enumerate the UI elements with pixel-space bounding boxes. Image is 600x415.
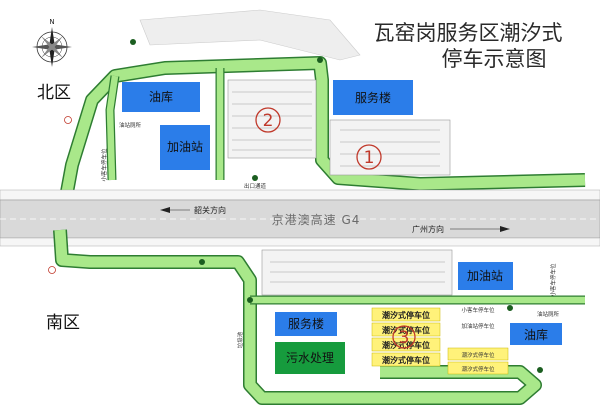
north-inner-road[interactable] — [106, 75, 119, 181]
tidal-bay-label-6: 潮汐式停车位 — [461, 365, 495, 373]
south-small-car-label: 小客车停车位 — [549, 263, 557, 297]
speed-sign-icon — [64, 116, 72, 124]
tidal-bay-label-1: 潮汐式停车位 — [382, 310, 430, 320]
route-marker — [537, 367, 543, 373]
map-title-line-1: 瓦窑岗服务区潮汐式 — [374, 21, 563, 45]
tidal-bay-row-5[interactable] — [447, 347, 509, 361]
route-markers — [130, 39, 543, 373]
south-loop-road[interactable] — [54, 229, 541, 404]
highway-name-label: 京港澳高速 G4 — [272, 212, 361, 227]
tidal-bay-row-4[interactable] — [371, 352, 441, 367]
south-gas-station-label: 加油站 — [467, 269, 503, 283]
route-marker — [247, 297, 253, 303]
north-service-building-block — [333, 80, 413, 115]
zone-3-marker[interactable] — [392, 325, 416, 349]
tidal-parking-area — [371, 307, 509, 375]
tidal-bay-label-4: 潮汐式停车位 — [382, 355, 430, 365]
north-parking-lot-1 — [329, 119, 451, 176]
south-parking-stripes — [270, 261, 445, 283]
north-road-label: 出口通道 — [244, 182, 267, 190]
compass-label: N — [49, 18, 54, 26]
north-station-toilet-label: 油站厕所 — [119, 121, 142, 129]
compass-rose-icon — [32, 27, 72, 67]
zone-1-label: 1 — [364, 148, 375, 168]
north-oil-depot-label: 油库 — [149, 89, 173, 104]
route-marker — [252, 175, 258, 181]
direction-shaoguan-arrow-icon — [160, 207, 170, 213]
sewage-treatment-block — [275, 342, 345, 374]
south-region-label: 南区 — [46, 313, 80, 333]
route-marker — [507, 305, 513, 311]
route-marker — [130, 39, 136, 45]
tidal-bay-row-1[interactable] — [371, 307, 441, 322]
speed-sign-markers — [48, 116, 72, 274]
south-oil-depot-block — [510, 323, 562, 345]
tidal-bay-row-6[interactable] — [447, 361, 509, 375]
sewage-treatment-label: 污水处理 — [286, 351, 334, 365]
north-parking-stripes-2 — [232, 91, 312, 151]
zone-1-marker[interactable] — [356, 144, 382, 170]
south-parking-lot — [261, 249, 453, 296]
zone-2-marker[interactable] — [255, 107, 281, 133]
south-service-building-block — [275, 312, 337, 336]
direction-guangzhou-label: 广州方向 — [412, 224, 444, 234]
south-service-building-label: 服务楼 — [288, 316, 324, 331]
direction-shaoguan-label: 韶关方向 — [194, 205, 226, 215]
route-marker — [317, 57, 323, 63]
zone-3-label: 3 — [399, 328, 410, 348]
north-region-label: 北区 — [37, 83, 71, 103]
south-garbage-label: 垃圾池 — [236, 331, 244, 348]
tidal-bay-row-2[interactable] — [371, 322, 441, 337]
south-station-toilet-label: 油站厕所 — [537, 310, 560, 318]
highway-shoulder-south — [0, 237, 600, 247]
north-small-car-label: 小客车停车位 — [100, 148, 108, 182]
south-side-label-2: 加油站停车位 — [461, 322, 495, 330]
tidal-bay-label-5: 潮汐式停车位 — [461, 351, 495, 359]
tidal-bay-row-3[interactable] — [371, 337, 441, 352]
south-gas-station-block — [458, 262, 513, 290]
south-side-label-1: 小客车停车位 — [461, 306, 495, 314]
highway-shoulder-north — [0, 189, 600, 201]
tidal-bay-label-3: 潮汐式停车位 — [382, 340, 430, 350]
direction-guangzhou-arrow-icon — [500, 226, 510, 232]
south-oil-depot-label: 油库 — [524, 327, 548, 342]
zone-2-label: 2 — [263, 111, 274, 131]
route-marker — [199, 259, 205, 265]
north-gas-station-label: 加油站 — [167, 140, 203, 154]
terrain-area — [139, 9, 361, 61]
north-service-building-label: 服务楼 — [355, 90, 391, 105]
north-parking-stripes-1 — [340, 129, 440, 167]
tidal-bay-label-2: 潮汐式停车位 — [382, 325, 430, 335]
north-parking-lot-2 — [227, 79, 317, 159]
north-oil-depot-block — [122, 82, 200, 112]
north-gas-station-block — [160, 125, 210, 170]
speed-sign-icon — [48, 266, 56, 274]
map-title-line-2: 停车示意图 — [442, 47, 547, 71]
